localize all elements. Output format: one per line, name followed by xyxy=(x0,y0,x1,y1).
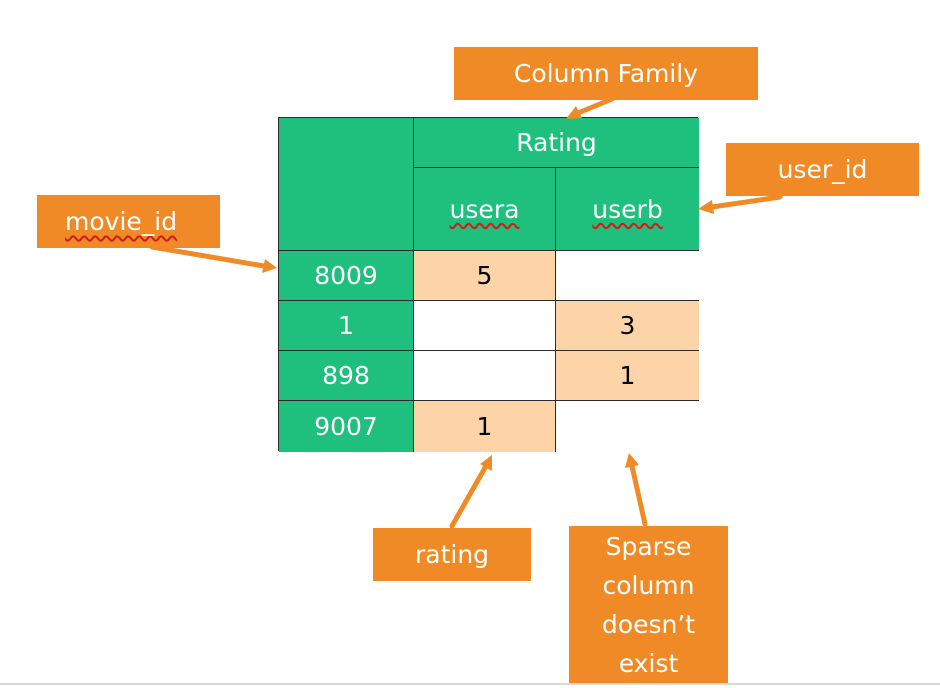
column-header-usera: usera xyxy=(414,168,556,251)
rating-arrow xyxy=(449,455,492,529)
rating-table: Rating usera userb 8009 5 1 3 898 1 9007… xyxy=(278,117,699,452)
user-id-callout: user_id xyxy=(726,143,919,196)
sparse-column-label: Sparse column doesn’t exist xyxy=(601,531,696,678)
value-cell: 5 xyxy=(414,251,556,301)
bottom-divider xyxy=(0,683,940,685)
column-header-usera-label: usera xyxy=(449,194,520,224)
column-family-arrow xyxy=(566,96,615,119)
empty-cell xyxy=(414,301,556,351)
row-key-cell: 898 xyxy=(279,351,414,401)
column-header-userb-label: userb xyxy=(592,194,663,224)
corner-cell xyxy=(279,118,414,251)
sparse-column-callout: Sparse column doesn’t exist xyxy=(569,526,728,683)
column-family-callout: Column Family xyxy=(454,47,758,100)
value-cell: 3 xyxy=(556,301,699,351)
column-family-header: Rating xyxy=(414,118,699,168)
movie-id-label: movie_id xyxy=(65,207,178,236)
column-family-label: Column Family xyxy=(513,59,699,88)
user-id-arrow xyxy=(698,194,783,214)
rating-callout: rating xyxy=(373,528,531,581)
value-cell: 1 xyxy=(556,351,699,401)
row-key-cell: 9007 xyxy=(279,401,414,452)
empty-cell xyxy=(414,351,556,401)
user-id-label: user_id xyxy=(777,155,868,184)
rating-label: rating xyxy=(414,540,490,569)
empty-cell xyxy=(556,251,699,301)
row-key-cell: 8009 xyxy=(279,251,414,301)
movie-id-callout: movie_id xyxy=(37,195,220,248)
row-key-cell: 1 xyxy=(279,301,414,351)
column-header-userb: userb xyxy=(556,168,699,251)
movie-id-arrow xyxy=(149,244,277,273)
sparse-column-arrow xyxy=(625,453,648,527)
empty-cell xyxy=(556,401,699,452)
value-cell: 1 xyxy=(414,401,556,452)
